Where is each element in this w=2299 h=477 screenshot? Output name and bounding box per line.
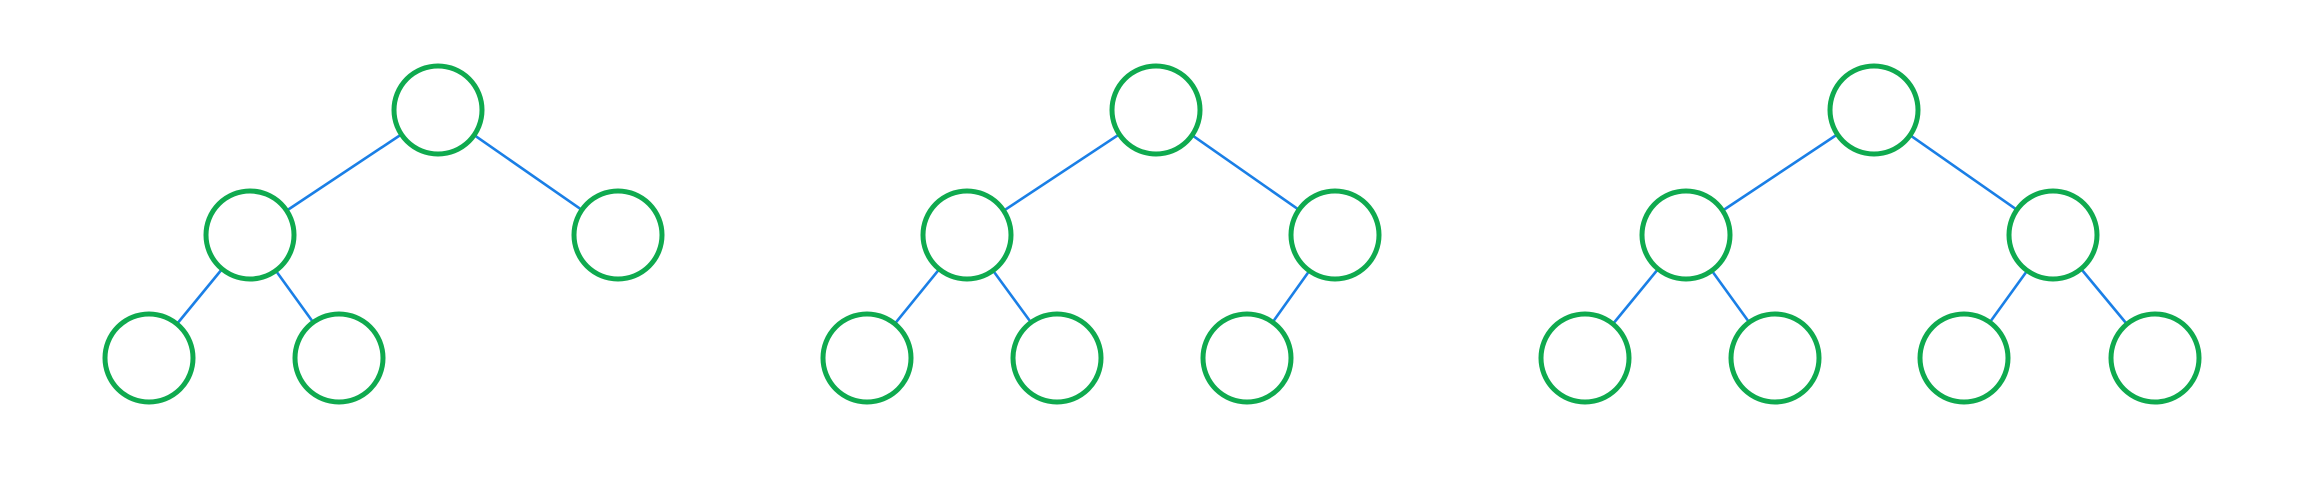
tree-3 [1538,63,2202,405]
trees-layer [102,63,2202,405]
tree-node-R [1288,188,1382,282]
edge-L-LR [991,269,1033,324]
tree-node-LR [1728,311,1822,405]
tree-node-RL [1917,311,2011,405]
tree-2 [820,63,1382,405]
tree-node-RL [1200,311,1294,405]
tree-1 [102,63,665,405]
edge-L-LR [274,269,315,324]
edge-L-LR [1710,269,1751,324]
tree-node-R [571,188,665,282]
tree-node-root [391,63,485,157]
edge-L-LL [175,268,224,325]
tree-node-LR [292,311,386,405]
tree-node-L [203,188,297,282]
edge-L-LL [893,268,941,325]
edge-R-RR [2080,268,2128,325]
tree-node-LR [1010,311,1104,405]
edge-R-RL [1271,270,1311,323]
edge-root-R [473,134,583,211]
tree-node-root [1109,63,1203,157]
edge-root-R [1191,134,1300,211]
tree-node-L [1639,188,1733,282]
tree-node-LL [1538,311,1632,405]
tree-node-L [920,188,1014,282]
tree-node-LL [820,311,914,405]
tree-node-root [1827,63,1921,157]
tree-node-RR [2108,311,2202,405]
edge-R-RL [1988,269,2029,324]
edge-root-L [1002,133,1121,212]
edge-root-L [1721,133,1839,212]
edge-L-LL [1611,268,1660,325]
edge-root-L [285,133,403,212]
tree-node-R [2006,188,2100,282]
tree-node-LL [102,311,196,405]
edge-root-R [1909,134,2018,211]
